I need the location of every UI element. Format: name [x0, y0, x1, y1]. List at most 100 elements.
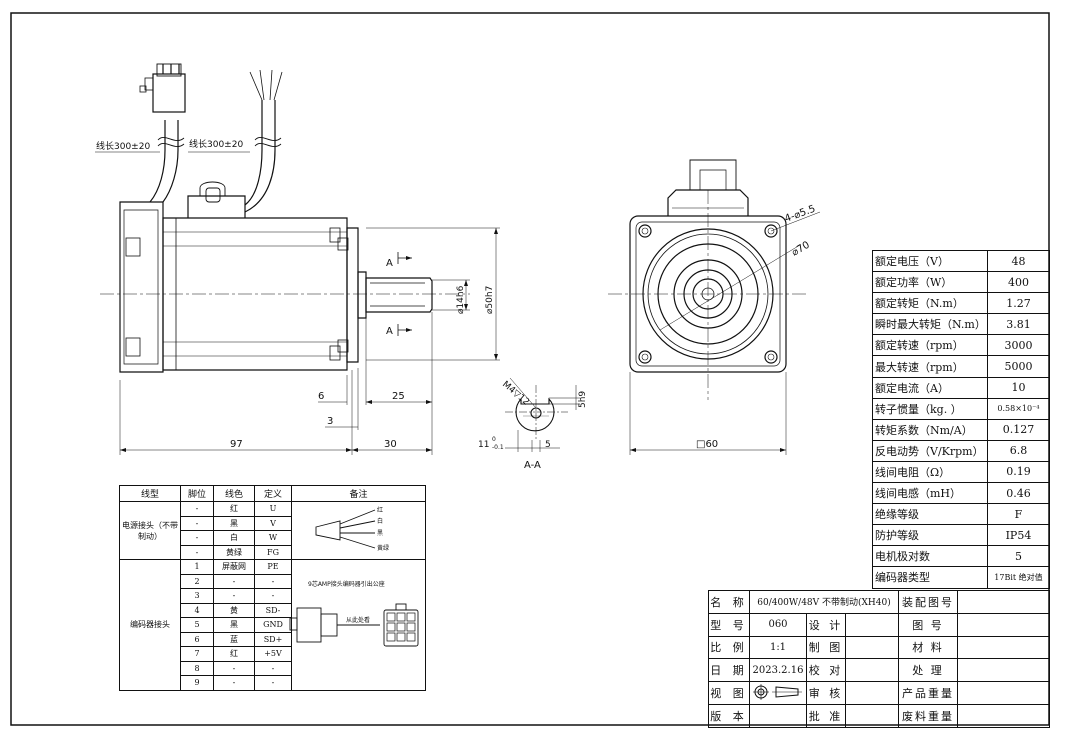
wiring-color: 蓝 [213, 631, 255, 647]
dim-pilot-dia: ⌀50h7 [485, 286, 495, 314]
assy-label: 装配图号 [898, 590, 958, 614]
wiring-def: W [254, 530, 292, 546]
wiring-def: SD- [254, 602, 292, 618]
wiring-color: - [213, 573, 255, 589]
model-label: 型 号 [708, 612, 750, 637]
spec-key: 线间电阻（Ω） [872, 460, 988, 484]
section-text: M4▽12 5h9 11 0 -0.1 5 A-A [478, 380, 588, 471]
spec-value: 400 [986, 271, 1051, 294]
wiring-pin: 3 [180, 588, 214, 604]
power-connector [152, 73, 186, 113]
dim-shaft-step: 3 [327, 416, 333, 427]
front-gland [667, 189, 749, 216]
spec-value: 0.46 [986, 482, 1051, 505]
spec-key: 额定功率（W） [872, 271, 988, 294]
spec-row: 转矩系数（Nm/A）0.127 [872, 418, 1051, 441]
weight-label: 产品重量 [898, 681, 958, 705]
wiring-group: 电源接头（不带制动） [119, 501, 181, 560]
spec-key: 电机极对数 [872, 545, 988, 568]
wiring-header-def: 定义 [254, 485, 292, 502]
wiring-def: SD+ [254, 631, 292, 647]
draw-value [845, 635, 899, 660]
wiring-header-color: 线色 [213, 485, 255, 502]
check-label: 校 对 [806, 658, 846, 683]
flange [346, 227, 359, 363]
arrowheads [120, 228, 786, 452]
view-label: 视 图 [708, 681, 750, 705]
spec-row: 额定电压（V）48 [872, 249, 1051, 273]
spec-key: 反电动势（V/Krpm） [872, 439, 988, 462]
wiring-color: 黄绿 [213, 544, 255, 560]
spec-value: 48 [986, 249, 1051, 273]
wiring-pin: 9 [180, 675, 214, 691]
spec-key: 转矩系数（Nm/A） [872, 418, 988, 441]
wiring-row: 2-- [120, 573, 426, 589]
spec-row: 反电动势（V/Krpm）6.8 [872, 439, 1051, 462]
key-height-tol-bot: -0.1 [492, 444, 504, 451]
date-value: 2023.2.16 [749, 658, 807, 683]
wiring-def: - [254, 675, 292, 691]
wiring-color: 红 [213, 501, 255, 517]
projection-symbol [749, 681, 807, 705]
section-arrow-top: A [386, 258, 393, 269]
key-width: 5 [545, 440, 551, 450]
spec-row: 额定转速（rpm）3000 [872, 334, 1051, 357]
scale-value: 1:1 [749, 635, 807, 660]
shaft [365, 277, 433, 313]
assy-value [957, 590, 1050, 614]
spec-row: 线间电感（mH）0.46 [872, 482, 1051, 505]
section-title: A-A [524, 460, 541, 471]
wiring-note [291, 559, 426, 691]
wiring-def: V [254, 515, 292, 531]
dim-shaft-dia: ⌀14h6 [456, 285, 466, 314]
dim-body-len: 97 [230, 439, 243, 450]
design-value [845, 612, 899, 637]
wiring-pin: - [180, 515, 214, 531]
front-view [608, 159, 821, 455]
wiring-color: 黑 [213, 515, 255, 531]
wiring-color: - [213, 675, 255, 691]
name-label: 名 称 [708, 590, 750, 614]
spec-value: 5000 [986, 355, 1051, 378]
draw-label: 制 图 [806, 635, 846, 660]
wiring-def: GND [254, 617, 292, 633]
wiring-def: PE [254, 559, 292, 575]
model-value: 060 [749, 612, 807, 637]
wiring-color: 屏蔽网 [213, 559, 255, 575]
spec-key: 额定转矩（N.m） [872, 292, 988, 315]
spec-row: 瞬时最大转矩（N.m）3.81 [872, 313, 1051, 336]
weight-value [957, 681, 1050, 705]
spec-key: 额定转速（rpm） [872, 334, 988, 357]
spec-value: 6.8 [986, 439, 1051, 462]
spec-value: 17Bit 绝对值 [986, 566, 1051, 589]
spec-row: 最大转速（rpm）5000 [872, 355, 1051, 378]
keyway-depth: 5h9 [578, 391, 588, 408]
front-text: 4-⌀5.5 ⌀70 □60 [696, 204, 817, 450]
spec-key: 编码器类型 [872, 566, 988, 589]
wiring-color: 黄 [213, 602, 255, 618]
title-block: 名 称 60/400W/48V 不带制动(XH40) 装配图号 型 号 060 … [708, 590, 1050, 728]
scrap-value [957, 703, 1050, 728]
wiring-def: FG [254, 544, 292, 560]
wiring-pin: - [180, 530, 214, 546]
spec-key: 转子惯量（kg. ） [872, 397, 988, 420]
spec-row: 线间电阻（Ω）0.19 [872, 460, 1051, 484]
version-label: 版 本 [708, 703, 750, 728]
wiring-pin: 8 [180, 660, 214, 676]
scale-label: 比 例 [708, 635, 750, 660]
wiring-header-pin: 脚位 [180, 485, 214, 502]
check-value [845, 658, 899, 683]
wiring-header-note: 备注 [291, 485, 426, 502]
spec-value: 0.127 [986, 418, 1051, 441]
wiring-color: - [213, 660, 255, 676]
lead-length-right: 线长300±20 [189, 138, 243, 150]
dim-shaft-total: 30 [384, 439, 397, 450]
